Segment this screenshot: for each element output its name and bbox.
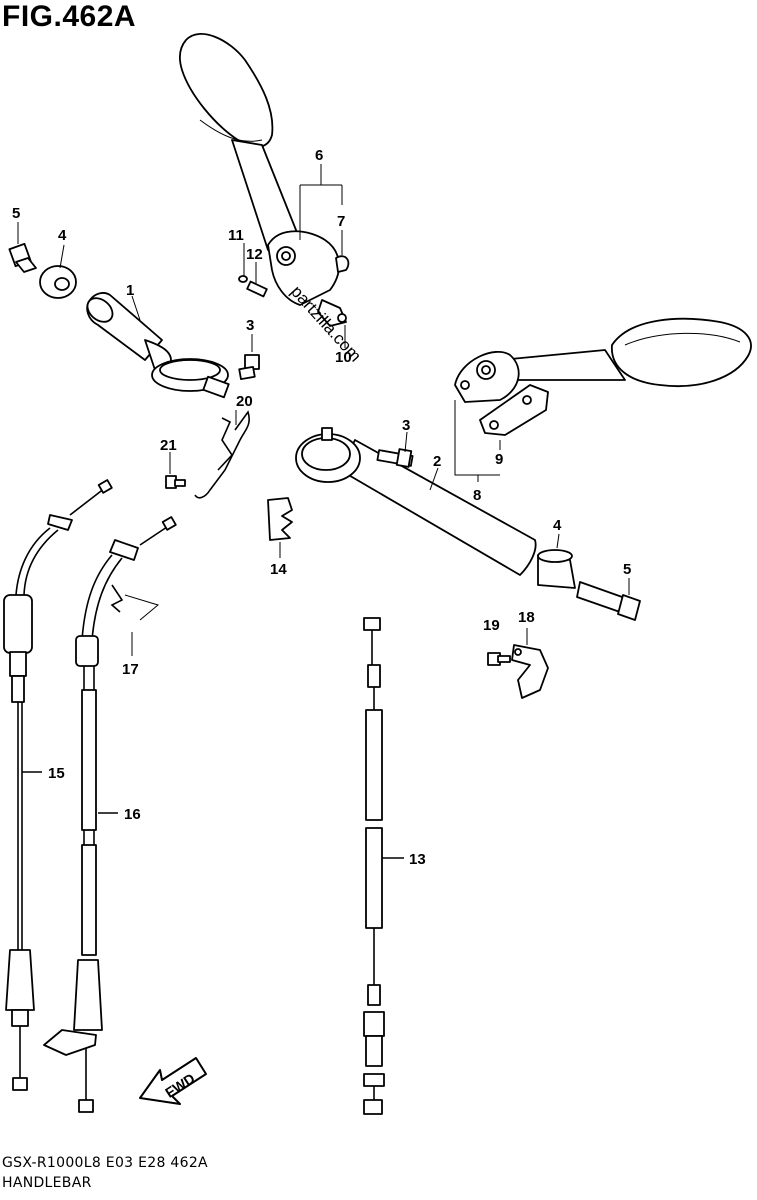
bolt-3-right <box>376 448 414 468</box>
callout-4-left: 4 <box>58 227 67 244</box>
callout-12: 12 <box>246 246 263 263</box>
callout-5-left: 5 <box>12 205 20 222</box>
bolt-19 <box>487 652 511 666</box>
watermark: partzilla.com <box>287 282 365 366</box>
right-mirror <box>454 317 752 403</box>
bolt-5-left <box>8 242 37 273</box>
clutch-cable-13 <box>363 617 404 1115</box>
bolt-3-left <box>238 354 260 381</box>
callout-11: 11 <box>228 227 244 244</box>
callout-18: 18 <box>518 609 535 626</box>
callout-15: 15 <box>48 765 65 782</box>
damper-14 <box>267 497 293 541</box>
callout-labels: 1 2 3 3 4 4 5 5 6 7 8 9 10 11 12 13 14 1… <box>12 147 631 868</box>
left-mirror <box>179 33 340 306</box>
bolt-5-right <box>576 581 641 621</box>
figure-title: FIG.462A <box>2 0 137 33</box>
bar-end-weight-right <box>537 549 576 589</box>
footer-section-name: HANDLEBAR <box>2 1175 92 1191</box>
cable-guide-20 <box>194 410 250 499</box>
callout-14: 14 <box>270 561 287 578</box>
callout-3-left: 3 <box>246 317 254 334</box>
callout-16: 16 <box>124 806 141 823</box>
footer: GSX-R1000L8 E03 E28 462A HANDLEBAR <box>2 1153 208 1193</box>
throttle-cable-15 <box>3 479 113 1091</box>
callout-2: 2 <box>433 453 441 470</box>
mirror-bracket-9 <box>479 384 549 436</box>
bar-end-weight-left <box>39 265 77 299</box>
mirror-fasteners-left <box>238 255 350 327</box>
callout-13: 13 <box>409 851 426 868</box>
leader-lines <box>17 164 630 656</box>
callout-20: 20 <box>236 393 253 410</box>
callout-1: 1 <box>126 282 134 299</box>
left-handlebar-clip-on <box>86 292 230 399</box>
callout-19: 19 <box>483 617 500 634</box>
callout-8: 8 <box>473 487 481 504</box>
callout-21: 21 <box>160 437 177 454</box>
callout-3-right: 3 <box>402 417 410 434</box>
callout-9: 9 <box>495 451 503 468</box>
callout-7: 7 <box>337 213 345 230</box>
callout-17: 17 <box>122 661 139 678</box>
callout-5-right: 5 <box>623 561 631 578</box>
footer-model-line: GSX-R1000L8 E03 E28 462A <box>2 1155 208 1171</box>
callout-4-right: 4 <box>553 517 562 534</box>
callout-10: 10 <box>335 349 352 366</box>
right-handlebar-clip-on <box>295 427 537 576</box>
callout-6: 6 <box>315 147 323 164</box>
screw-21 <box>165 475 186 489</box>
bracket-18 <box>511 644 549 699</box>
fwd-direction-arrow: FWD <box>139 1057 207 1105</box>
throttle-cable-16 <box>43 516 177 1113</box>
